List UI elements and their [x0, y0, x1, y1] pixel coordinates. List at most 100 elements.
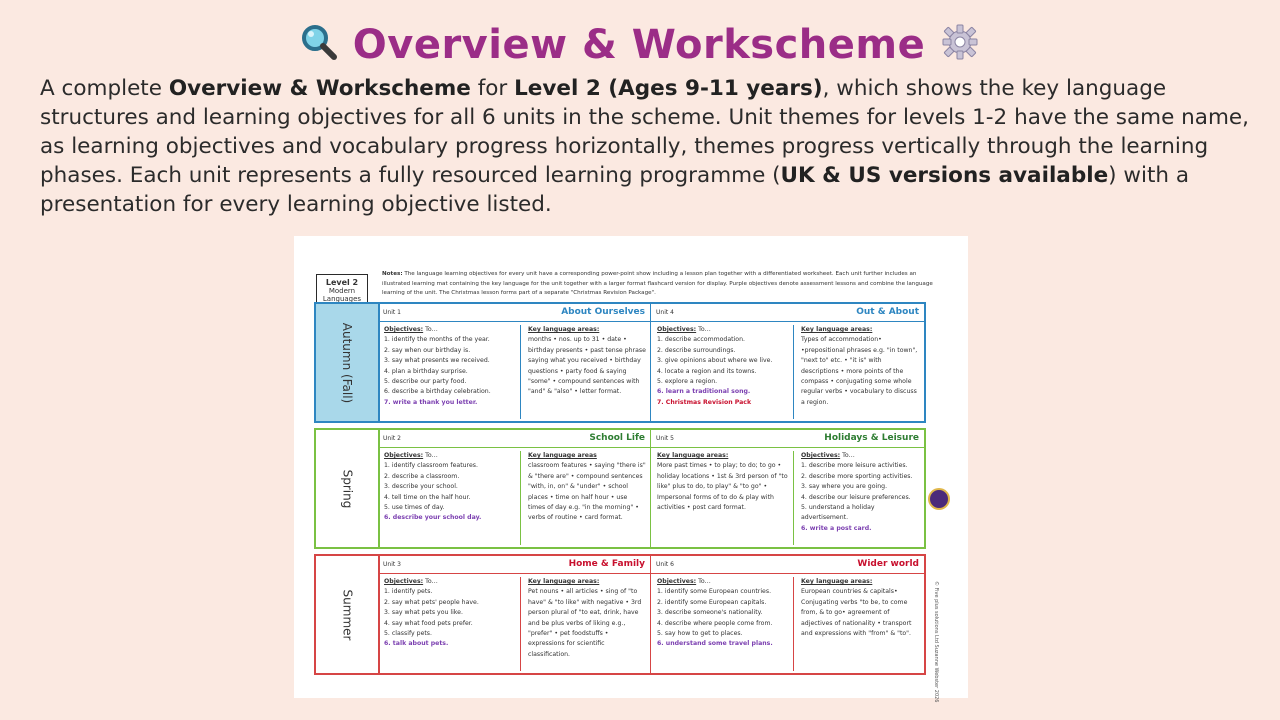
objective-item: 1. identify pets.	[384, 588, 433, 596]
season-label-cell: Autumn (Fall)	[316, 304, 380, 421]
objective-item: 7. write a thank you letter.	[384, 398, 478, 406]
objective-item: 5. understand a holiday	[801, 504, 875, 512]
unit-number: Unit 6	[656, 561, 674, 568]
objective-item: 6. talk about pets.	[384, 640, 449, 648]
objective-item: 3. say what presents we received.	[384, 357, 490, 365]
left-column: Key language areas: More past times • to …	[657, 451, 789, 513]
objective-item: 3. describe someone's nationality.	[657, 609, 763, 617]
objective-item: 3. describe your school.	[384, 483, 458, 491]
unit-theme: Holidays & Leisure	[824, 433, 919, 443]
unit-theme: School Life	[589, 433, 645, 443]
unit-number: Unit 2	[383, 435, 401, 442]
column-divider	[793, 577, 794, 671]
objective-item: 1. describe accommodation.	[657, 336, 745, 344]
left-column: Objectives: To… 1. identify the months of…	[384, 325, 516, 408]
right-column: Key language areas: European countries & …	[801, 577, 919, 639]
objective-item: 5. explore a region.	[657, 378, 718, 386]
objective-item: 6. write a post card.	[801, 524, 872, 532]
left-column: Objectives: To… 1. identify classroom fea…	[384, 451, 516, 524]
right-column: Key language areas: months • nos. up to 3…	[528, 325, 646, 398]
season-label: Autumn (Fall)	[340, 322, 355, 403]
unit-number: Unit 3	[383, 561, 401, 568]
column-heading: Objectives: To…	[384, 578, 438, 585]
copyright-text: © Five plus solutions Ltd Suzanne Webste…	[933, 581, 939, 703]
column-heading: Key language areas:	[657, 452, 729, 459]
column-heading: Objectives: To…	[384, 326, 438, 333]
key-language-text: Types of accommodation• •prepositional p…	[801, 336, 918, 406]
objective-item: 2. describe a classroom.	[384, 472, 460, 480]
column-heading: Key language areas:	[528, 578, 600, 585]
objective-item: 4. tell time on the half hour.	[384, 493, 471, 501]
intro-paragraph: A complete Overview & Workscheme for Lev…	[40, 76, 1249, 217]
gear-icon	[940, 22, 980, 72]
objective-item: 4. plan a birthday surprise.	[384, 367, 468, 375]
key-language-text: classroom features • saying "there is" &…	[528, 462, 646, 522]
unit-header: Unit 2 School Life	[378, 430, 650, 448]
objective-item: 7. Christmas Revision Pack	[657, 398, 752, 406]
key-language-text: Pet nouns • all articles • sing of "to h…	[528, 588, 642, 658]
right-column: Key language areas classroom features • s…	[528, 451, 646, 524]
column-heading: Objectives: To…	[384, 452, 438, 459]
right-column: Key language areas: Pet nouns • all artic…	[528, 577, 646, 660]
column-divider	[520, 577, 521, 671]
objective-item: 5. classify pets.	[384, 630, 432, 638]
objective-item: 4. describe where people come from.	[657, 619, 773, 627]
objective-item: 3. say where you are going.	[801, 483, 888, 491]
page-title: Overview & Workscheme	[0, 22, 1280, 72]
column-divider	[793, 325, 794, 419]
objective-item: 1. identify classroom features.	[384, 462, 478, 470]
season-label: Summer	[339, 589, 354, 640]
unit-number: Unit 1	[383, 309, 401, 316]
magnifier-icon	[300, 23, 338, 71]
objective-item: 5. describe our party food.	[384, 378, 467, 386]
unit-header: Unit 4 Out & About	[651, 304, 924, 322]
key-language-text: months • nos. up to 31 • date • birthday…	[528, 336, 646, 396]
column-heading: Key language areas:	[528, 326, 600, 333]
season-label-cell: Spring	[316, 430, 380, 547]
notes-text: Notes: The language learning objectives …	[382, 271, 933, 297]
column-divider	[793, 451, 794, 545]
unit-theme: Home & Family	[568, 559, 645, 569]
right-column: Objectives: To…1. describe more leisure …	[801, 451, 919, 534]
column-heading: Key language areas:	[801, 326, 873, 333]
objective-item: 6. describe your school day.	[384, 514, 482, 522]
key-language-text: More past times • to play; to do; to go …	[657, 462, 788, 512]
objective-item: 1. identify the months of the year.	[384, 336, 490, 344]
objective-item: 4. locate a region and its towns.	[657, 367, 757, 375]
season-label: Spring	[339, 469, 354, 508]
left-column: Objectives: To…1. identify some European…	[657, 577, 789, 650]
objective-item: 2. identify some European capitals.	[657, 598, 767, 606]
column-heading: Key language areas	[528, 452, 597, 459]
objective-item: 3. say what pets you like.	[384, 609, 463, 617]
column-divider	[520, 325, 521, 419]
objective-item: 4. say what food pets prefer.	[384, 619, 473, 627]
column-heading: Objectives: To…	[657, 326, 711, 333]
objective-item: 3. give opinions about where we live.	[657, 357, 773, 365]
key-language-text: European countries & capitals• Conjugati…	[801, 588, 912, 638]
objective-item: 2. say when our birthday is.	[384, 346, 471, 354]
left-column: Objectives: To… 1. identify pets. 2. say w…	[384, 577, 516, 650]
workscheme-document: Level 2 Modern Languages Notes: The lang…	[294, 236, 968, 703]
objective-item: 4. describe our leisure preferences.	[801, 493, 911, 501]
left-column: Objectives: To… 1. describe accommodation…	[657, 325, 789, 408]
objective-item: 2. say what pets' people have.	[384, 598, 479, 606]
unit-number: Unit 4	[656, 309, 674, 316]
objective-item: 6. learn a traditional song.	[657, 388, 751, 396]
column-heading: Key language areas:	[801, 578, 873, 585]
column-heading: Objectives: To…	[657, 578, 711, 585]
unit-header: Unit 1 About Ourselves	[378, 304, 650, 322]
title-text: Overview & Workscheme	[352, 22, 926, 68]
season-label-cell: Summer	[316, 556, 380, 673]
column-heading: Objectives: To…	[801, 452, 855, 459]
unit-theme: Out & About	[856, 307, 919, 317]
unit-theme: About Ourselves	[561, 307, 645, 317]
